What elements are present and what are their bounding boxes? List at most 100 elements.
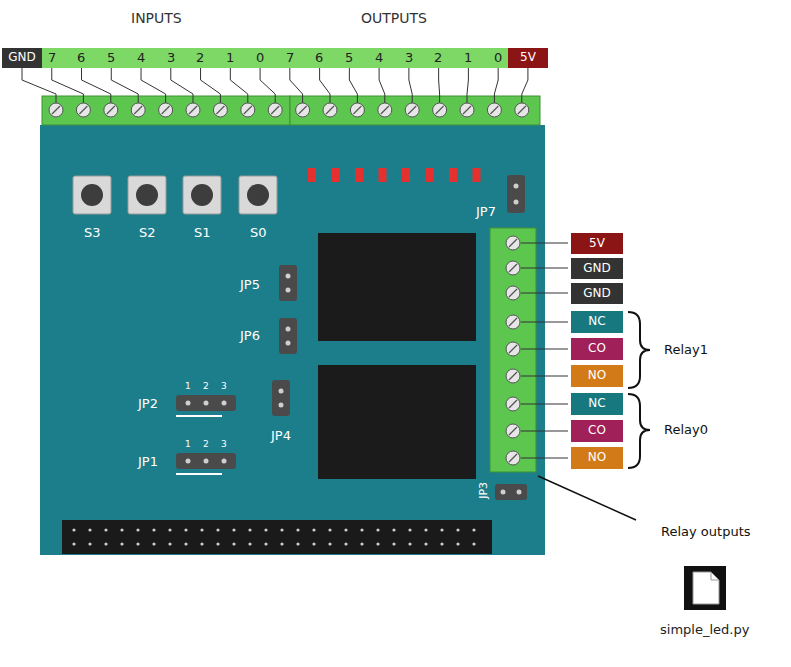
terminal-screw: [79, 106, 87, 114]
relay-brace: [628, 312, 650, 388]
terminal-screw: [463, 106, 471, 114]
header-label: OUTPUTS: [361, 10, 427, 26]
terminal-screw: [487, 103, 501, 117]
terminal-screw: [353, 106, 361, 114]
pin-number: 5: [345, 51, 353, 66]
jumper-pin: [186, 401, 191, 406]
gpio-pin: [456, 542, 459, 545]
terminal-screw: [213, 103, 227, 117]
jumper-label: JP1: [138, 455, 158, 470]
button-label: S0: [250, 226, 267, 241]
callout-label: Relay outputs: [661, 525, 751, 540]
terminal-screw: [509, 454, 517, 462]
header-label: INPUTS: [131, 10, 182, 26]
terminal-screw: [131, 103, 145, 117]
terminal-screw: [506, 286, 520, 300]
terminal-screw: [186, 103, 200, 117]
relay-label: Relay0: [664, 423, 708, 438]
terminal-screw: [506, 451, 520, 465]
terminal-screw: [381, 106, 389, 114]
terminal-screw: [506, 369, 520, 383]
gpio-pin: [200, 528, 203, 531]
pin-number: 2: [203, 381, 209, 391]
jumper-pin: [514, 200, 519, 205]
file-icon: [693, 572, 719, 604]
terminal-screw: [509, 264, 517, 272]
pin-number: 6: [315, 51, 323, 66]
wire: [260, 68, 275, 103]
jumper-pin: [204, 459, 209, 464]
pin-number: 3: [167, 51, 175, 66]
jumper-pin: [222, 459, 227, 464]
pin-number: 2: [203, 439, 209, 449]
gpio-pin: [440, 542, 443, 545]
jumper-marker: [176, 473, 222, 475]
gpio-pin: [472, 528, 475, 531]
terminal-screw: [509, 289, 517, 297]
button-label: S1: [194, 226, 211, 241]
gpio-pin: [392, 542, 395, 545]
gpio-pin: [440, 528, 443, 531]
terminal-screw: [104, 103, 118, 117]
terminal-screw: [506, 397, 520, 411]
led: [379, 168, 387, 182]
pin-tag: CO: [571, 420, 623, 442]
terminal-screw: [299, 106, 307, 114]
push-button: [136, 184, 158, 206]
terminal-screw: [162, 106, 170, 114]
gpio-pin: [344, 528, 347, 531]
jumper-label: JP6: [240, 329, 260, 344]
pin-number: 3: [221, 381, 227, 391]
relay: [318, 365, 476, 479]
terminal-block: [490, 228, 536, 472]
pin-label: GND: [583, 262, 611, 275]
gpio-pin: [296, 542, 299, 545]
file-icon: [711, 572, 719, 580]
gpio-pin: [168, 542, 171, 545]
gpio-pin: [408, 542, 411, 545]
button-label: S2: [139, 226, 156, 241]
jumper-label: JP2: [138, 397, 158, 412]
gpio-pin: [216, 528, 219, 531]
terminal-screw: [216, 106, 224, 114]
terminal-screw: [49, 103, 63, 117]
terminal-screw: [506, 261, 520, 275]
terminal-screw: [244, 106, 252, 114]
jumper-label: JP5: [240, 278, 260, 293]
pin-tag: CO: [571, 338, 623, 360]
wire: [521, 322, 568, 323]
pin-label: GND: [8, 51, 36, 64]
jumper: [507, 175, 525, 213]
relay-label: Relay1: [664, 343, 708, 358]
pin-tag: GND: [571, 258, 623, 279]
jumper-pin: [286, 274, 291, 279]
pin-number: 3: [405, 51, 413, 66]
relay-brace: [628, 394, 650, 468]
gpio-pin: [424, 528, 427, 531]
gpio-pin: [472, 542, 475, 545]
wire: [320, 68, 330, 103]
wire: [409, 68, 412, 103]
gpio-pin: [136, 542, 139, 545]
pin-label: GND: [583, 287, 611, 300]
pin-number: 1: [185, 381, 191, 391]
led: [473, 168, 481, 182]
terminal-screw: [506, 342, 520, 356]
gpio-pin: [120, 528, 123, 531]
terminal-screw: [241, 103, 255, 117]
wire: [141, 68, 166, 103]
gpio-pin: [88, 542, 91, 545]
jumper: [272, 380, 290, 416]
terminal-screw: [506, 315, 520, 329]
terminal-screw: [189, 106, 197, 114]
gpio-pin: [184, 528, 187, 531]
terminal-screw: [509, 400, 517, 408]
push-button: [239, 176, 277, 214]
gpio-pin: [376, 528, 379, 531]
push-button: [183, 176, 221, 214]
pin-label: 5V: [520, 51, 536, 64]
pin-number: 6: [77, 51, 85, 66]
gpio-pin: [120, 542, 123, 545]
terminal-screw: [326, 106, 334, 114]
pin-number: 0: [494, 51, 502, 66]
